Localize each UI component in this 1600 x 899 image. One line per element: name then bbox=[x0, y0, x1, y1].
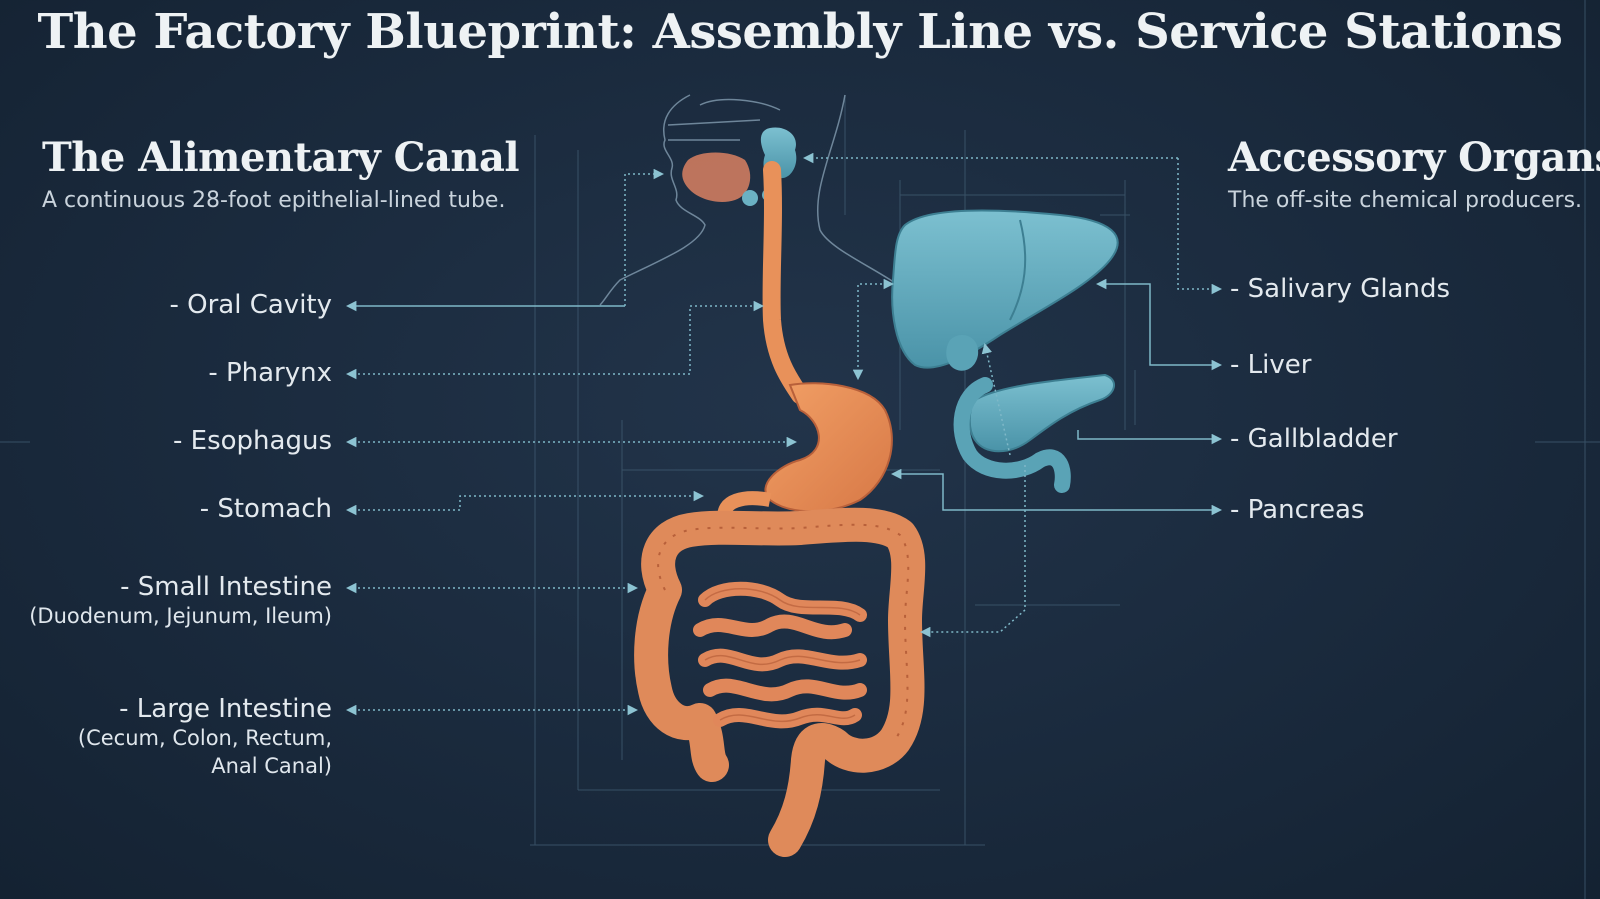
label-liver: - Liver bbox=[1230, 350, 1312, 380]
accessory-organs-subtitle: The off-site chemical producers. bbox=[1228, 188, 1583, 213]
left-leader-lines bbox=[345, 168, 798, 716]
label-small-intestine: - Small Intestine (Duodenum, Jejunum, Il… bbox=[29, 572, 332, 628]
page-title: The Factory Blueprint: Assembly Line vs.… bbox=[37, 4, 1563, 60]
small-intestine-shape bbox=[693, 581, 867, 729]
stomach-shape bbox=[764, 382, 893, 513]
large-intestine-detail: (Cecum, Colon, Rectum, bbox=[77, 726, 332, 750]
alimentary-canal-subtitle: A continuous 28-foot epithelial-lined tu… bbox=[42, 188, 506, 213]
small-intestine-detail: (Duodenum, Jejunum, Ileum) bbox=[29, 604, 332, 628]
liver-shape bbox=[891, 209, 1119, 369]
esophagus-shape bbox=[762, 161, 809, 404]
label-pancreas: - Pancreas bbox=[1230, 495, 1365, 525]
label-large-intestine: - Large Intestine (Cecum, Colon, Rectum,… bbox=[77, 694, 332, 778]
label-oral-cavity: - Oral Cavity bbox=[169, 290, 333, 320]
large-intestine-detail-2: Anal Canal) bbox=[211, 754, 332, 778]
label-stomach: - Stomach bbox=[199, 494, 332, 524]
label-salivary-glands: - Salivary Glands bbox=[1230, 274, 1451, 304]
label-pharynx: - Pharynx bbox=[208, 358, 332, 388]
large-intestine-shape bbox=[634, 507, 926, 857]
label-esophagus: - Esophagus bbox=[173, 426, 332, 456]
head-outline bbox=[599, 94, 906, 306]
gallbladder-shape bbox=[946, 335, 979, 371]
accessory-organs-title: Accessory Organs bbox=[1228, 134, 1600, 181]
oral-cavity-shape bbox=[682, 152, 751, 202]
pancreas-shape bbox=[968, 373, 1115, 453]
right-leader-lines bbox=[802, 152, 1223, 638]
label-gallbladder: - Gallbladder bbox=[1230, 424, 1398, 454]
alimentary-canal-title: The Alimentary Canal bbox=[42, 134, 520, 181]
